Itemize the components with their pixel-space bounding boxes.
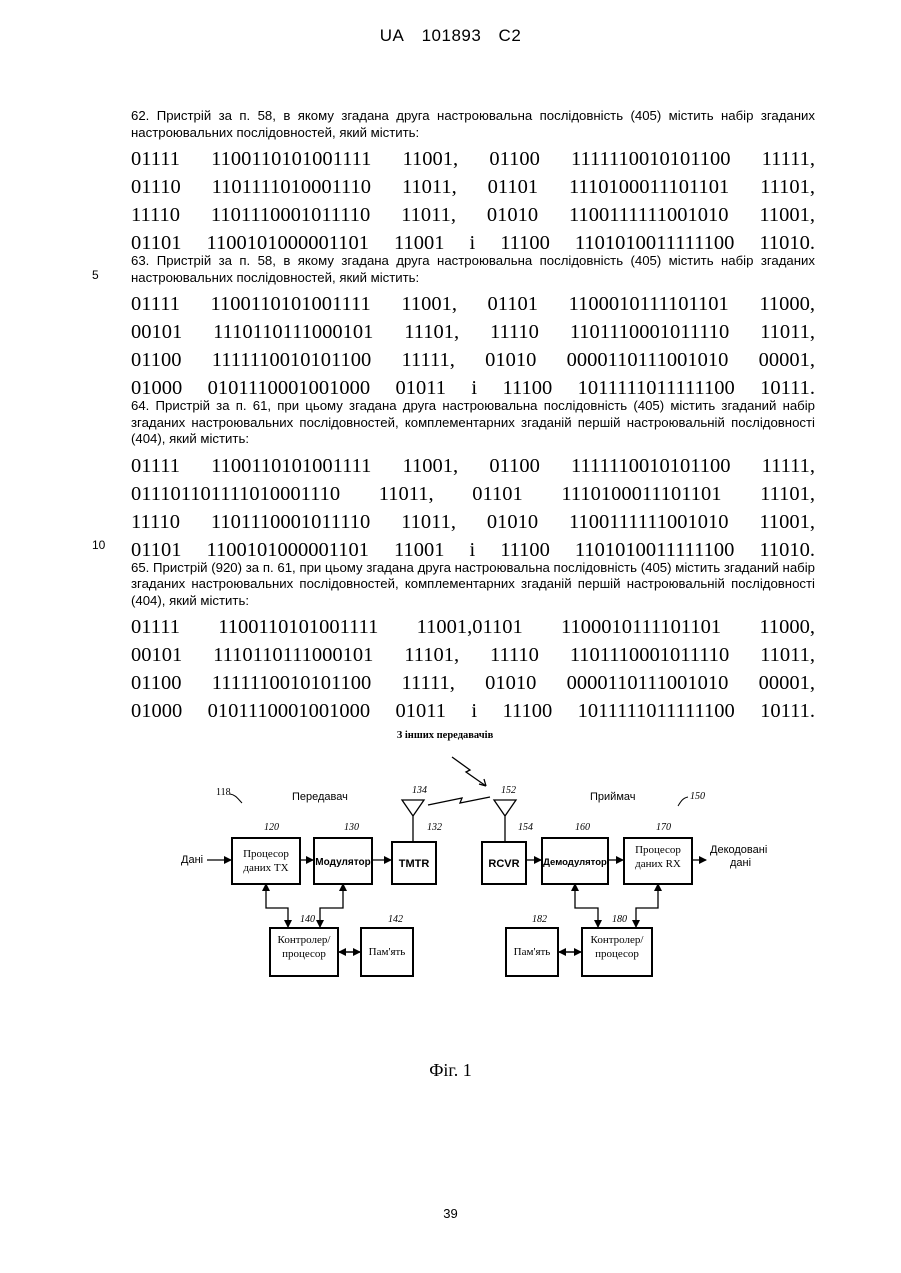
ref-170: 170 bbox=[656, 822, 671, 833]
sequence-line: 01110 1101111010001110 11011, 01101 1110… bbox=[131, 173, 815, 201]
header-number: 101893 bbox=[422, 26, 482, 45]
tx-data-processor-block bbox=[232, 838, 300, 884]
ref-132: 132 bbox=[427, 822, 442, 833]
rx-controller-label-1: Контролер/ bbox=[591, 934, 645, 946]
ref-154: 154 bbox=[518, 822, 533, 833]
sequence-line: 01111 1100110101001111 11001, 01101 1100… bbox=[131, 290, 815, 318]
page-number: 39 bbox=[0, 1206, 901, 1221]
sequence-block: 01111 1100110101001111 11001, 01100 1111… bbox=[131, 145, 815, 257]
rx-antenna-icon bbox=[494, 800, 516, 842]
demodulator-label: Демодулятор bbox=[543, 857, 607, 868]
document-header: UA 101893 C2 bbox=[0, 26, 901, 46]
claim-text: 64. Пристрій за п. 61, при цьому згадана… bbox=[131, 398, 815, 448]
sequence-block: 01111 1100110101001111 11001, 01101 1100… bbox=[131, 290, 815, 402]
receiver-label: Приймач bbox=[590, 791, 635, 803]
ref-140: 140 bbox=[300, 914, 315, 925]
tx-controller-label-1: Контролер/ bbox=[278, 934, 332, 946]
sequence-line: 01111 1100110101001111 11001, 01100 1111… bbox=[131, 145, 815, 173]
rx-controller-label-2: процесор bbox=[595, 948, 639, 960]
claim-63: 63. Пристрій за п. 58, в якому згадана д… bbox=[131, 253, 815, 402]
ref-134: 134 bbox=[412, 785, 427, 796]
decoded-data-label-1: Декодовані bbox=[710, 844, 767, 856]
ref-182: 182 bbox=[532, 914, 547, 925]
header-kind: C2 bbox=[499, 26, 522, 45]
claim-65: 65. Пристрій (920) за п. 61, при цьому з… bbox=[131, 560, 815, 726]
block-diagram: З інших передавачів 118 Передавач Прийма… bbox=[0, 720, 901, 1040]
sequence-line: 00101 1110110111000101 11101, 11110 1101… bbox=[131, 318, 815, 346]
data-input-label: Дані bbox=[181, 854, 203, 866]
line-number-5: 5 bbox=[92, 268, 99, 282]
rcvr-label: RCVR bbox=[488, 858, 519, 870]
sequence-line: 00101 1110110111000101 11101, 11110 1101… bbox=[131, 641, 815, 669]
transmitter-label: Передавач bbox=[292, 791, 348, 803]
ref-150-leader bbox=[678, 797, 688, 806]
air-link-icon bbox=[428, 797, 490, 805]
ref-142: 142 bbox=[388, 914, 403, 925]
claim-64: 64. Пристрій за п. 61, при цьому згадана… bbox=[131, 398, 815, 564]
sequence-block: 01111 1100110101001111 11001,01101 11000… bbox=[131, 613, 815, 725]
sequence-line: 01111 1100110101001111 11001,01101 11000… bbox=[131, 613, 815, 641]
ref-118: 118 bbox=[216, 787, 231, 798]
ref-160: 160 bbox=[575, 822, 590, 833]
tx-data-processor-label-2: даних TX bbox=[243, 862, 288, 874]
rx-ctrl-proc-link bbox=[636, 884, 658, 927]
rx-memory-label: Пам'ять bbox=[514, 946, 551, 958]
claim-text: 62. Пристрій за п. 58, в якому згадана д… bbox=[131, 108, 815, 141]
sequence-line: 11110 1101110001011110 11011, 01010 1100… bbox=[131, 201, 815, 229]
ref-120: 120 bbox=[264, 822, 279, 833]
rx-data-processor-label-2: даних RX bbox=[635, 858, 681, 870]
tmtr-label: TMTR bbox=[399, 858, 430, 870]
tx-ctrl-proc-link bbox=[266, 884, 288, 927]
sequence-block: 01111 1100110101001111 11001, 01100 1111… bbox=[131, 452, 815, 564]
decoded-data-label-2: дані bbox=[730, 857, 751, 869]
ref-152: 152 bbox=[501, 785, 516, 796]
tx-antenna-icon bbox=[402, 800, 424, 842]
ref-118-leader bbox=[230, 794, 242, 803]
header-country: UA bbox=[380, 26, 405, 45]
tx-controller-label-2: процесор bbox=[282, 948, 326, 960]
claim-text: 63. Пристрій за п. 58, в якому згадана д… bbox=[131, 253, 815, 286]
sequence-line: 011101101111010001110 11011, 01101 11101… bbox=[131, 480, 815, 508]
sequence-line: 01100 1111110010101100 11111, 01010 0000… bbox=[131, 669, 815, 697]
claim-text: 65. Пристрій (920) за п. 61, при цьому з… bbox=[131, 560, 815, 610]
sequence-line: 01100 1111110010101100 11111, 01010 0000… bbox=[131, 346, 815, 374]
modulator-label: Модулятор bbox=[315, 857, 370, 868]
wireless-link-icon bbox=[452, 757, 486, 786]
figure-caption: Фіг. 1 bbox=[0, 1060, 901, 1081]
ref-150: 150 bbox=[690, 791, 705, 802]
claims-section: 62. Пристрій за п. 58, в якому згадана д… bbox=[131, 108, 815, 727]
sequence-line: 01111 1100110101001111 11001, 01100 1111… bbox=[131, 452, 815, 480]
line-number-10: 10 bbox=[92, 538, 105, 552]
rx-ctrl-demod-link bbox=[575, 884, 598, 927]
rx-data-processor-label-1: Процесор bbox=[635, 844, 681, 856]
other-transmitters-label: З інших передавачів bbox=[397, 730, 494, 741]
sequence-line: 11110 1101110001011110 11011, 01010 1100… bbox=[131, 508, 815, 536]
tx-data-processor-label-1: Процесор bbox=[243, 848, 289, 860]
ref-130: 130 bbox=[344, 822, 359, 833]
tx-ctrl-mod-link bbox=[320, 884, 343, 927]
ref-180: 180 bbox=[612, 914, 627, 925]
tx-memory-label: Пам'ять bbox=[369, 946, 406, 958]
claim-62: 62. Пристрій за п. 58, в якому згадана д… bbox=[131, 108, 815, 257]
